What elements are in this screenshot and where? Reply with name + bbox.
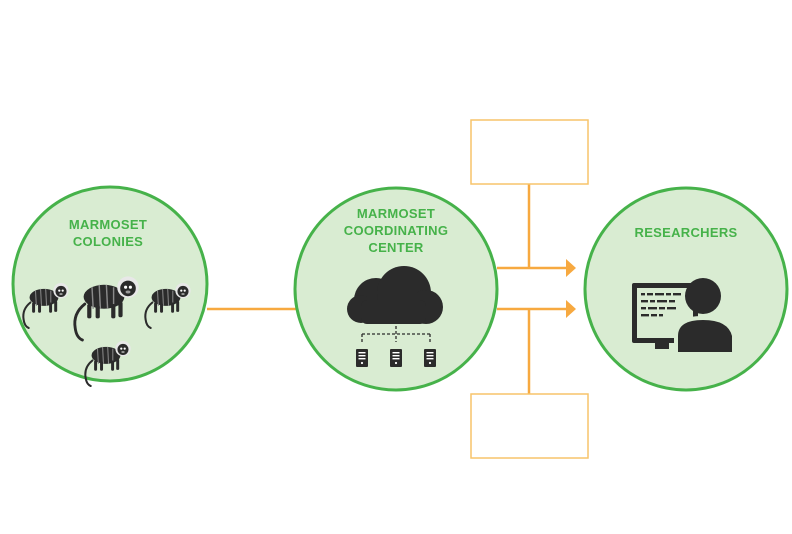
arrow-head-bottom — [566, 300, 576, 318]
center-label-line3: CENTER — [368, 240, 424, 255]
empty-box-bottom — [470, 393, 589, 459]
node-circle-colonies — [11, 185, 209, 383]
researcher-computer-icon — [632, 278, 736, 352]
connectors — [207, 183, 576, 394]
center-label-line2: COORDINATING — [344, 223, 448, 238]
colonies-label-line2: COLONIES — [73, 234, 143, 249]
arrow-head-top — [566, 259, 576, 277]
empty-box-top — [470, 119, 589, 185]
cloud-server-icon — [347, 266, 443, 367]
researchers-label: RESEARCHERS — [635, 225, 738, 240]
colonies-label-line1: MARMOSET — [69, 217, 147, 232]
center-label-line1: MARMOSET — [357, 206, 435, 221]
